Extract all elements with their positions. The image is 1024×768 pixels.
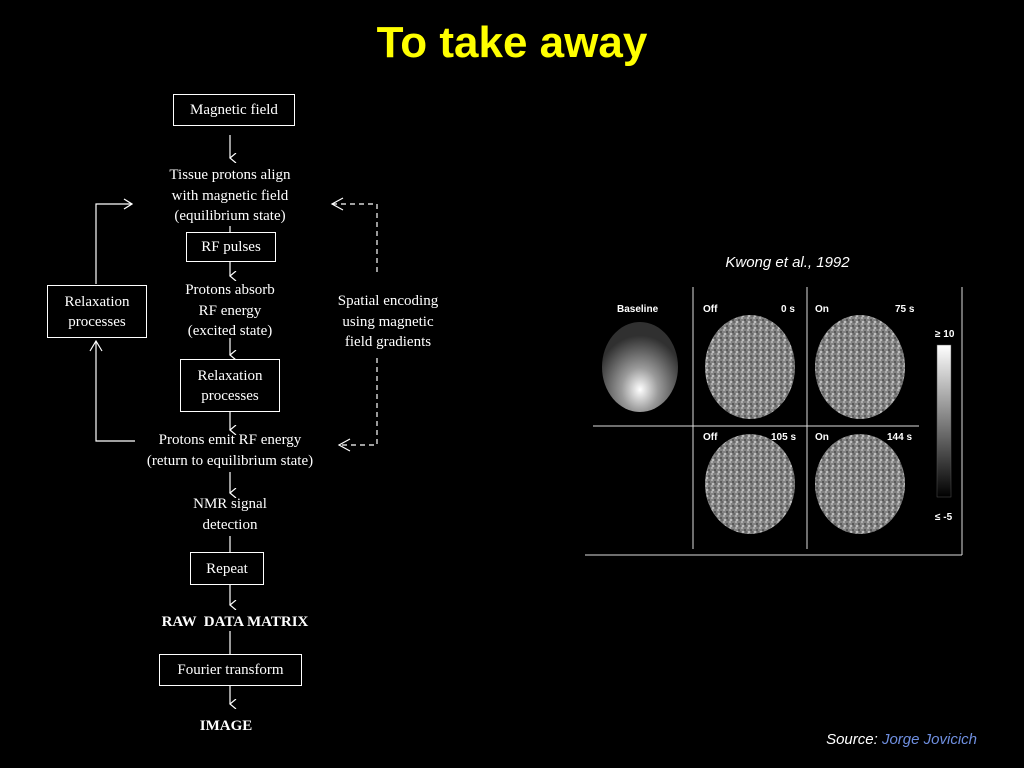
fmri-figure: Baseline Off 0 s On 75 s Off 105 s On 14… [585, 287, 965, 557]
relaxation-center-box: Relaxation processes [180, 359, 280, 412]
scale-max-label: ≥ 10 [935, 329, 955, 340]
protons-emit-text: Protons emit RF energy (return to equili… [146, 432, 314, 469]
nmr-signal-text: NMR signal detection [193, 496, 267, 533]
off-105s-brain [705, 434, 795, 534]
panel-label-on-2: On [815, 432, 829, 443]
dashed-arrowhead-top [330, 197, 344, 211]
panel-label-baseline: Baseline [617, 304, 659, 315]
panel-label-on-1: On [815, 304, 829, 315]
rf-pulses-box: RF pulses [186, 232, 276, 262]
magnetic-field-box: Magnetic field [173, 94, 295, 126]
panel-label-off-1: Off [703, 304, 718, 315]
baseline-brain [602, 322, 678, 412]
spatial-encoding-text: Spatial encoding using magnetic field gr… [337, 293, 439, 350]
fourier-transform-box: Fourier transform [159, 654, 302, 686]
repeat-box: Repeat [190, 552, 264, 585]
source-credit: Source: Jorge Jovicich [826, 731, 977, 748]
dashed-encoding-to-align [332, 203, 378, 272]
image-text: IMAGE [199, 718, 253, 734]
panel-time-off-2: 105 s [771, 432, 797, 443]
dashed-encoding-to-emit [339, 358, 378, 446]
on-75s-brain [815, 315, 905, 419]
loop-arrowhead-up [89, 339, 103, 352]
protons-absorb-text: Protons absorb RF energy (excited state) [185, 282, 275, 339]
panel-time-on-1: 75 s [895, 304, 915, 315]
on-144s-brain [815, 434, 905, 534]
panel-label-off-2: Off [703, 432, 718, 443]
panel-time-on-2: 144 s [887, 432, 913, 443]
loop-relax-to-align [95, 204, 132, 284]
citation: Kwong et al., 1992 [725, 254, 850, 271]
scale-min-label: ≤ -5 [935, 512, 953, 523]
fmri-panels [585, 287, 963, 556]
relaxation-left-box: Relaxation processes [47, 285, 147, 338]
protons-align-text: Tissue protons align with magnetic field… [169, 167, 291, 224]
slide-title: To take away [376, 18, 648, 67]
raw-data-matrix-text: RAW DATA MATRIX [161, 614, 309, 630]
source-prefix: Source: [826, 731, 882, 748]
panel-time-off-1: 0 s [781, 304, 795, 315]
off-0s-brain [705, 315, 795, 419]
dashed-arrowhead-bottom [337, 438, 351, 452]
loop-emit-to-relax [95, 341, 135, 442]
color-scale-bar [936, 344, 952, 498]
source-author: Jorge Jovicich [881, 731, 977, 748]
